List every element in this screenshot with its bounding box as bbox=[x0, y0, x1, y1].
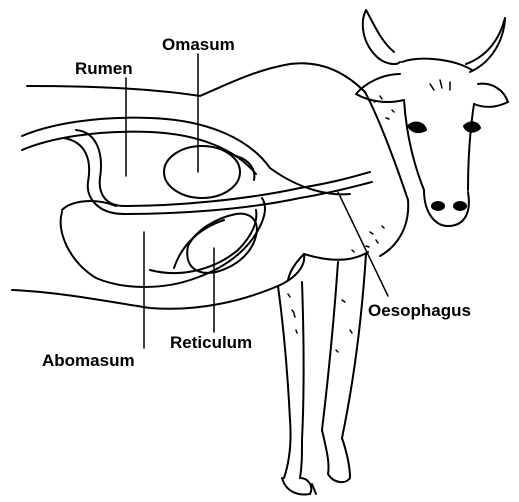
abomasum-outline bbox=[61, 198, 265, 287]
omasum-outline bbox=[164, 146, 254, 198]
rumen-outline bbox=[22, 118, 350, 195]
label-omasum: Omasum bbox=[162, 36, 235, 53]
label-rumen: Rumen bbox=[75, 60, 133, 77]
label-reticulum: Reticulum bbox=[170, 334, 252, 351]
label-oesophagus: Oesophagus bbox=[368, 302, 471, 319]
leader-lines bbox=[126, 54, 388, 348]
shading-speckles bbox=[288, 96, 394, 317]
cow-legs bbox=[278, 254, 366, 494]
oesophagus-tube bbox=[64, 130, 372, 214]
label-abomasum: Abomasum bbox=[42, 352, 135, 369]
oesophagus-leader bbox=[338, 192, 388, 296]
cow-head bbox=[356, 10, 508, 226]
